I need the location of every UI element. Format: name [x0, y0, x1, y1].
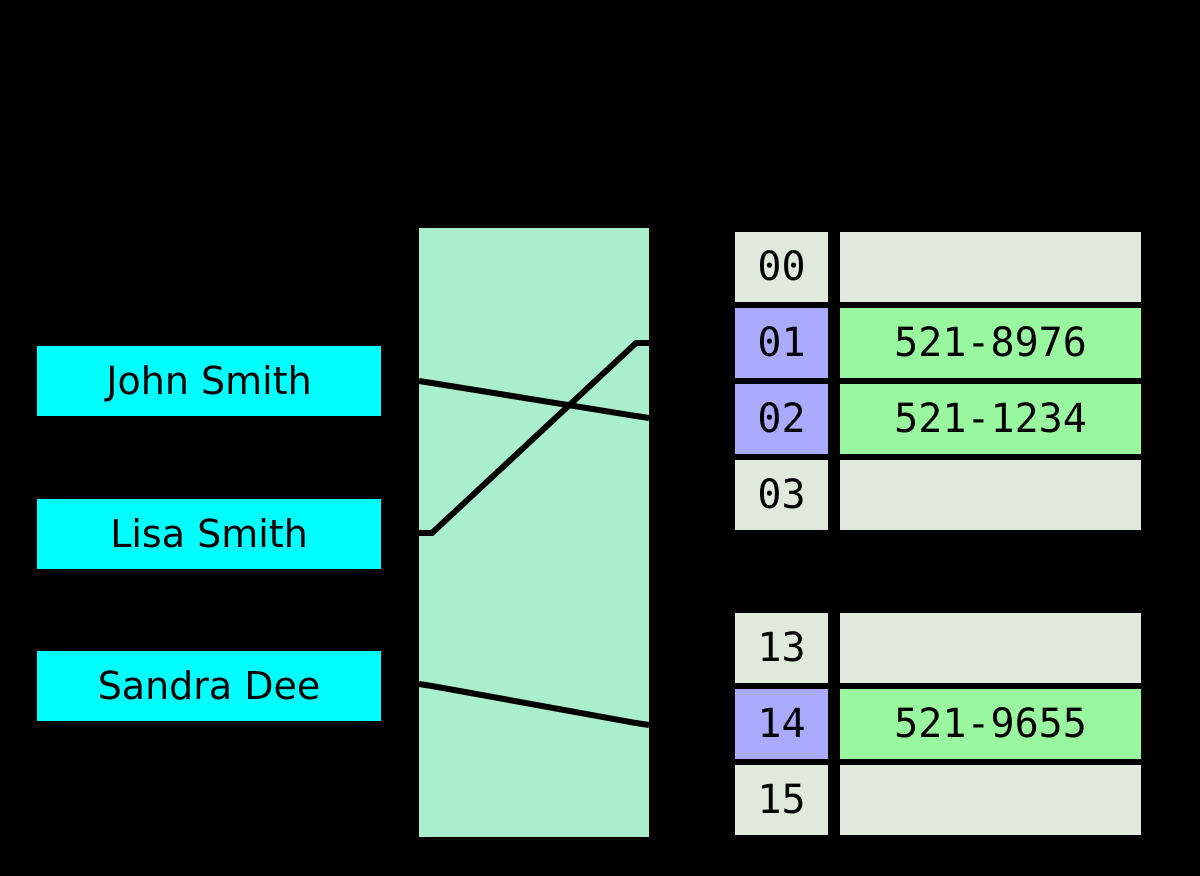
bucket-value [840, 613, 1141, 683]
bucket-value-label: 521-8976 [894, 320, 1087, 366]
table-row[interactable]: 03 [735, 460, 1141, 530]
key-label: Lisa Smith [110, 512, 308, 556]
table-row[interactable]: 01 521-8976 [735, 308, 1141, 378]
bucket-value [840, 765, 1141, 835]
bucket-index: 01 [735, 308, 828, 378]
table-row[interactable]: 00 [735, 232, 1141, 302]
bucket-index: 00 [735, 232, 828, 302]
key-box-sandra-dee[interactable]: Sandra Dee [37, 651, 381, 721]
bucket-value-label: 521-9655 [894, 701, 1087, 747]
bucket-value [840, 460, 1141, 530]
key-box-john-smith[interactable]: John Smith [37, 346, 381, 416]
bucket-index: 03 [735, 460, 828, 530]
key-label: John Smith [106, 359, 312, 403]
bucket-index-label: 14 [757, 701, 806, 747]
bucket-value-label: 521-1234 [894, 396, 1087, 442]
bucket-index: 15 [735, 765, 828, 835]
bucket-value: 521-9655 [840, 689, 1141, 759]
bucket-index-label: 15 [757, 777, 806, 823]
bucket-index-label: 13 [757, 625, 806, 671]
bucket-index: 02 [735, 384, 828, 454]
bucket-index: 14 [735, 689, 828, 759]
bucket-index-label: 01 [757, 320, 806, 366]
bucket-value: 521-8976 [840, 308, 1141, 378]
bucket-index-label: 03 [757, 472, 806, 518]
table-row[interactable]: 02 521-1234 [735, 384, 1141, 454]
table-row[interactable]: 13 [735, 613, 1141, 683]
table-row[interactable]: 14 521-9655 [735, 689, 1141, 759]
table-row[interactable]: 15 [735, 765, 1141, 835]
key-label: Sandra Dee [97, 664, 321, 708]
bucket-index: 13 [735, 613, 828, 683]
bucket-index-label: 00 [757, 244, 806, 290]
bucket-value: 521-1234 [840, 384, 1141, 454]
bucket-index-label: 02 [757, 396, 806, 442]
key-box-lisa-smith[interactable]: Lisa Smith [37, 499, 381, 569]
hash-function-box [419, 228, 649, 837]
bucket-value [840, 232, 1141, 302]
